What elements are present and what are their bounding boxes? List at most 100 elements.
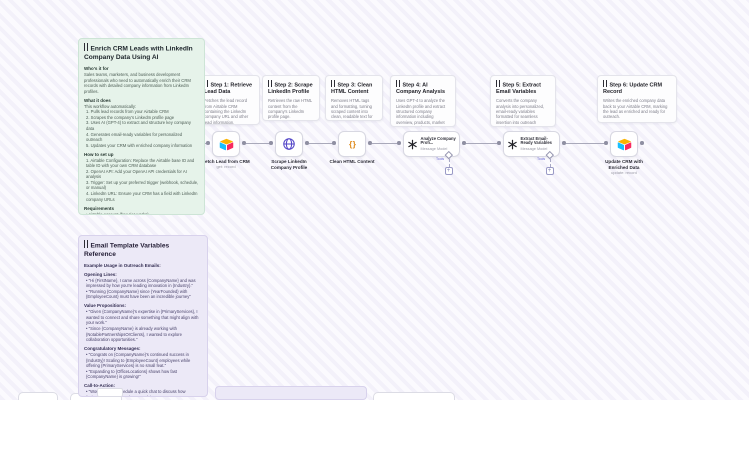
list-item: • "Hi {FirstName}, I came across {Compan… (86, 277, 196, 289)
node-fetch-lead-from-crm[interactable] (212, 131, 240, 157)
sticky-note-step-1[interactable]: Step 1: Retrieve Lead Data Fetches the l… (198, 75, 260, 125)
section-heading: Who's it for (84, 66, 109, 72)
node-subtitle: get: record (216, 164, 236, 170)
sticky-note-step-6[interactable]: Step 6: Update CRM Record Writes the enr… (597, 75, 677, 123)
openai-icon (507, 139, 518, 150)
node-title: Update CRM with Enriched Data (605, 159, 643, 170)
step-note-title: Step 2: Scrape LinkedIn Profile (268, 82, 313, 96)
step-note-body: Removes HTML tags and formatting, turnin… (331, 98, 373, 120)
step-note-title: Step 1: Retrieve Lead Data (204, 82, 253, 96)
connection-endpoint (640, 141, 644, 145)
list-item: 3. Uses AI (GPT-4) to extract and struct… (86, 120, 191, 131)
node-analyze-company-profile[interactable]: Analyze Company Profi... Message Model (403, 131, 460, 157)
node-subtitle: update: record (611, 169, 637, 175)
list-item: 4. Generates email-ready variables for p… (86, 131, 183, 143)
node-title: Extract Email-Ready Variables (520, 135, 552, 146)
step-note-body: Fetches the lead record from Airtable CR… (204, 98, 249, 125)
tools-connector-label: Tools (537, 157, 546, 161)
node-title: Clean HTML Content (329, 159, 375, 164)
sticky-note-email-variables[interactable]: Email Template Variables Reference Examp… (78, 235, 208, 397)
list-item: • "Congrats on {CompanyName}'s continued… (86, 352, 191, 369)
connection-wire (372, 143, 397, 145)
connection-endpoint (368, 141, 372, 145)
note-marker-icon (84, 240, 88, 248)
step-note-body: Uses GPT-4 to analyze the LinkedIn profi… (396, 98, 447, 126)
list-item: • "Running {CompanyName} since {YearFoun… (86, 288, 191, 300)
list-item: • "Since {CompanyName} is already workin… (86, 325, 182, 343)
node-label-clean-html: Clean HTML Content (324, 159, 380, 165)
section-heading: Congratulatory Messages: (84, 346, 141, 352)
node-subtitle: Message Model (420, 146, 448, 151)
section-heading: What it does (84, 97, 111, 103)
node-title: Analyze Company Profi... (420, 135, 456, 146)
section-heading: Call-to-Action: (84, 383, 115, 389)
connection-wire (466, 143, 497, 145)
list-item: • "Expanding to {OfficeLocations} shows … (86, 368, 178, 380)
step-note-body: Retrieves the raw HTML content from the … (268, 98, 312, 120)
node-label-fetch-lead: Fetch Lead from CRM get: record (198, 159, 254, 170)
add-tool-plus-icon[interactable]: + (444, 167, 453, 175)
sticky-note-step-3[interactable]: Step 3: Clean HTML Content Removes HTML … (325, 75, 383, 121)
section-heading: Value Propositions: (84, 303, 127, 309)
code-braces-icon: { } (349, 139, 356, 149)
note-marker-icon (268, 80, 272, 87)
add-tool-plus-icon[interactable]: + (545, 167, 554, 175)
node-partial[interactable] (18, 392, 58, 400)
reference-note-title: Email Template Variables Reference (84, 242, 170, 259)
connection-endpoint (206, 141, 210, 145)
list-item: 1. Pulls lead records from your Airtable… (86, 109, 169, 115)
step-note-title: Step 6: Update CRM Record (603, 82, 663, 96)
note-marker-icon (496, 80, 500, 87)
node-title: Fetch Lead from CRM (202, 159, 250, 164)
node-update-crm-with-enriched-data[interactable] (610, 131, 638, 157)
section-heading: Example Usage in Outreach Emails: (84, 263, 161, 269)
step-note-body: Writes the enriched company data back to… (603, 98, 668, 120)
tools-dashed-wire (549, 159, 551, 167)
overview-note-title: Enrich CRM Leads with LinkedIn Company D… (84, 45, 193, 62)
list-item: • "Given {CompanyName}'s expertise in {P… (86, 309, 199, 326)
list-item: 2. OpenAI API: Add your OpenAI API crede… (86, 168, 187, 180)
globe-icon (282, 137, 296, 151)
connection-endpoint (269, 141, 273, 145)
step-note-title: Step 5: Extract Email Variables (496, 82, 542, 96)
connection-endpoint (332, 141, 336, 145)
airtable-icon (219, 138, 234, 151)
connection-endpoint (305, 141, 309, 145)
connection-wire (246, 143, 269, 145)
connection-wire (566, 143, 604, 145)
node-partial[interactable] (373, 392, 455, 400)
connection-endpoint (497, 141, 501, 145)
connection-endpoint (562, 141, 566, 145)
note-marker-icon (603, 80, 607, 87)
section-heading: Requirements (84, 205, 115, 211)
section-text: Sales teams, marketers, and business dev… (84, 72, 191, 94)
sticky-note-overview[interactable]: Enrich CRM Leads with LinkedIn Company D… (78, 38, 205, 215)
connection-endpoint (242, 141, 246, 145)
note-marker-icon (331, 80, 335, 87)
sticky-note-step-4[interactable]: Step 4: AI Company Analysis Uses GPT-4 t… (390, 75, 456, 127)
step-note-title: Step 3: Clean HTML Content (331, 82, 373, 96)
connection-endpoint (397, 141, 401, 145)
connection-wire (309, 143, 332, 145)
list-item: 3. Trigger: Set up your preferred trigge… (86, 179, 199, 191)
node-scrape-linkedin-profile[interactable] (275, 131, 303, 157)
connection-endpoint (462, 141, 466, 145)
connection-endpoint (604, 141, 608, 145)
list-item: 4. LinkedIn URL: Ensure your CRM has a f… (86, 190, 198, 202)
list-item: 2. Scrapes the company's LinkedIn profil… (86, 114, 175, 120)
node-title: Scrape LinkedIn Company Profile (270, 159, 308, 170)
list-item: • Airtable account (free tier works) (86, 211, 149, 215)
sticky-note-step-5[interactable]: Step 5: Extract Email Variables Converts… (490, 75, 556, 127)
node-partial[interactable] (97, 388, 123, 397)
node-subtitle: Message Model (520, 146, 548, 151)
sticky-note-partial[interactable] (215, 386, 367, 400)
sticky-note-step-2[interactable]: Step 2: Scrape LinkedIn Profile Retrieve… (262, 75, 320, 121)
step-note-body: Converts the company analysis into perso… (496, 98, 545, 126)
node-label-update-crm: Update CRM with Enriched Data update: re… (596, 159, 652, 176)
list-item: 5. Updates your CRM with enriched compan… (86, 142, 193, 148)
airtable-icon (617, 138, 632, 151)
openai-icon (407, 139, 418, 150)
node-clean-html-content[interactable]: { } (338, 131, 366, 157)
workflow-canvas[interactable]: Step 1: Retrieve Lead Data Fetches the l… (0, 0, 749, 400)
